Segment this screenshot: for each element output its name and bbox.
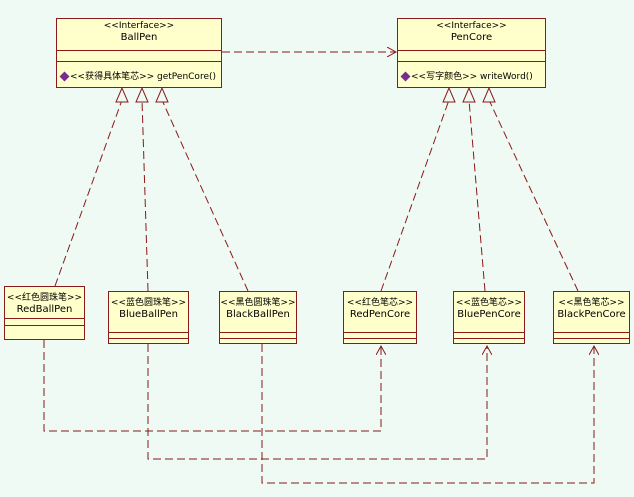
operation-icon — [400, 71, 411, 82]
divider — [220, 338, 296, 339]
class-name: BlackBallPen — [226, 309, 290, 320]
divider — [109, 338, 188, 339]
stereotype-label: <<蓝色圆珠笔>> — [110, 298, 187, 308]
operation-row[interactable]: <<获得具体笔芯>> getPenCore() — [59, 69, 217, 82]
divider — [109, 332, 188, 333]
realization-head-4 — [442, 86, 456, 103]
divider — [220, 332, 296, 333]
divider — [5, 325, 84, 326]
operation-label: <<获得具体笔芯>> getPenCore() — [70, 72, 217, 82]
class-name: BluePenCore — [457, 309, 521, 320]
class-blueballpen[interactable]: <<蓝色圆珠笔>> BlueBallPen — [108, 291, 189, 344]
realization-head-5 — [462, 86, 476, 103]
dependency-blue — [147, 344, 487, 460]
class-name: BlackPenCore — [557, 309, 626, 320]
class-name: RedBallPen — [16, 304, 73, 315]
interface-pencore[interactable]: <<Interface>> PenCore <<写字颜色>> writeWord… — [397, 18, 546, 88]
dependency-red — [43, 340, 381, 432]
divider — [398, 50, 545, 51]
divider — [344, 332, 416, 333]
realization-bluepencore — [468, 99, 486, 292]
divider — [57, 61, 221, 62]
class-blackballpen[interactable]: <<黑色圆珠笔>> BlackBallPen — [219, 291, 297, 344]
class-name: PenCore — [450, 32, 493, 43]
realization-redballpen — [54, 99, 123, 287]
class-blackpencore[interactable]: <<黑色笔芯>> BlackPenCore — [553, 291, 630, 344]
stereotype-label: <<红色圆珠笔>> — [6, 293, 83, 303]
divider — [5, 318, 84, 319]
dependency-black — [261, 344, 594, 484]
stereotype-label: <<Interface>> — [103, 21, 175, 31]
divider — [398, 61, 545, 62]
stereotype-label: <<蓝色笔芯>> — [455, 298, 523, 308]
class-bluepencore[interactable]: <<蓝色笔芯>> BluePenCore — [453, 291, 525, 344]
operation-icon — [59, 71, 70, 82]
divider — [454, 338, 524, 339]
class-name: RedPenCore — [349, 309, 411, 320]
divider — [57, 50, 221, 51]
stereotype-label: <<黑色笔芯>> — [558, 298, 625, 308]
stereotype-label: <<黑色圆珠笔>> — [220, 298, 296, 308]
interface-ballpen[interactable]: <<Interface>> BallPen <<获得具体笔芯>> getPenC… — [56, 18, 222, 88]
divider — [454, 332, 524, 333]
realization-head-2 — [135, 86, 149, 103]
operation-label: <<写字颜色>> writeWord() — [411, 72, 533, 82]
realization-head-6 — [482, 86, 496, 103]
stereotype-label: <<红色笔芯>> — [346, 298, 414, 308]
stereotype-label: <<Interface>> — [436, 21, 507, 31]
class-redpencore[interactable]: <<红色笔芯>> RedPenCore — [343, 291, 417, 344]
realization-blackballpen — [161, 99, 249, 292]
divider — [554, 332, 629, 333]
realization-head-3 — [155, 86, 169, 103]
divider — [344, 338, 416, 339]
class-redballpen[interactable]: <<红色圆珠笔>> RedBallPen — [4, 286, 85, 340]
operation-row[interactable]: <<写字颜色>> writeWord() — [400, 69, 533, 82]
realization-blackpencore — [488, 99, 579, 292]
realization-redpencore — [380, 99, 450, 292]
class-name: BallPen — [120, 32, 158, 43]
class-name: BlueBallPen — [119, 309, 178, 320]
divider — [554, 338, 629, 339]
realization-head-1 — [115, 86, 129, 103]
realization-blueballpen — [141, 99, 149, 292]
